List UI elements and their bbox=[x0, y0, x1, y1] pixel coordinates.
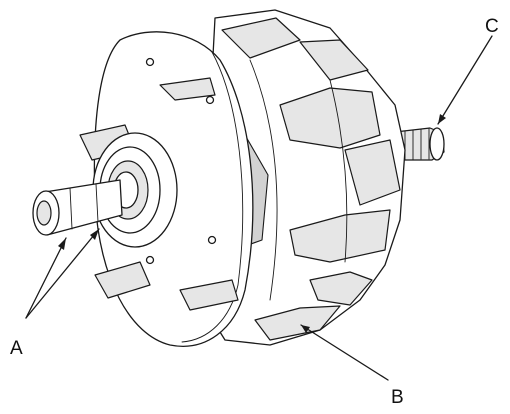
leader-line-b bbox=[300, 324, 389, 381]
arrowhead-c bbox=[438, 114, 446, 124]
claw-pole bbox=[221, 17, 301, 59]
claw-pole bbox=[254, 305, 341, 341]
label-b: B bbox=[391, 387, 404, 408]
leader-lines bbox=[25, 35, 493, 381]
fan-blade bbox=[179, 279, 239, 311]
claw-pole bbox=[279, 87, 381, 149]
claw-pole bbox=[299, 39, 369, 81]
leader-line-a1 bbox=[25, 237, 67, 319]
fan-blade bbox=[159, 77, 216, 101]
claw-pole bbox=[344, 139, 401, 206]
leader-line-c bbox=[437, 35, 493, 125]
fan-blade bbox=[94, 261, 151, 299]
front-shaft bbox=[32, 179, 123, 236]
claw-pole bbox=[309, 271, 373, 306]
arrowhead-a2 bbox=[90, 229, 99, 240]
label-c: C bbox=[485, 16, 499, 37]
rear-shaft bbox=[394, 127, 445, 161]
arrowhead-b bbox=[301, 325, 310, 333]
rotor-body bbox=[199, 9, 406, 346]
leader-line-a2 bbox=[25, 228, 100, 319]
label-a: A bbox=[10, 338, 23, 359]
arrowhead-a1 bbox=[58, 238, 66, 250]
hub bbox=[92, 132, 178, 248]
claw-pole bbox=[289, 209, 391, 263]
